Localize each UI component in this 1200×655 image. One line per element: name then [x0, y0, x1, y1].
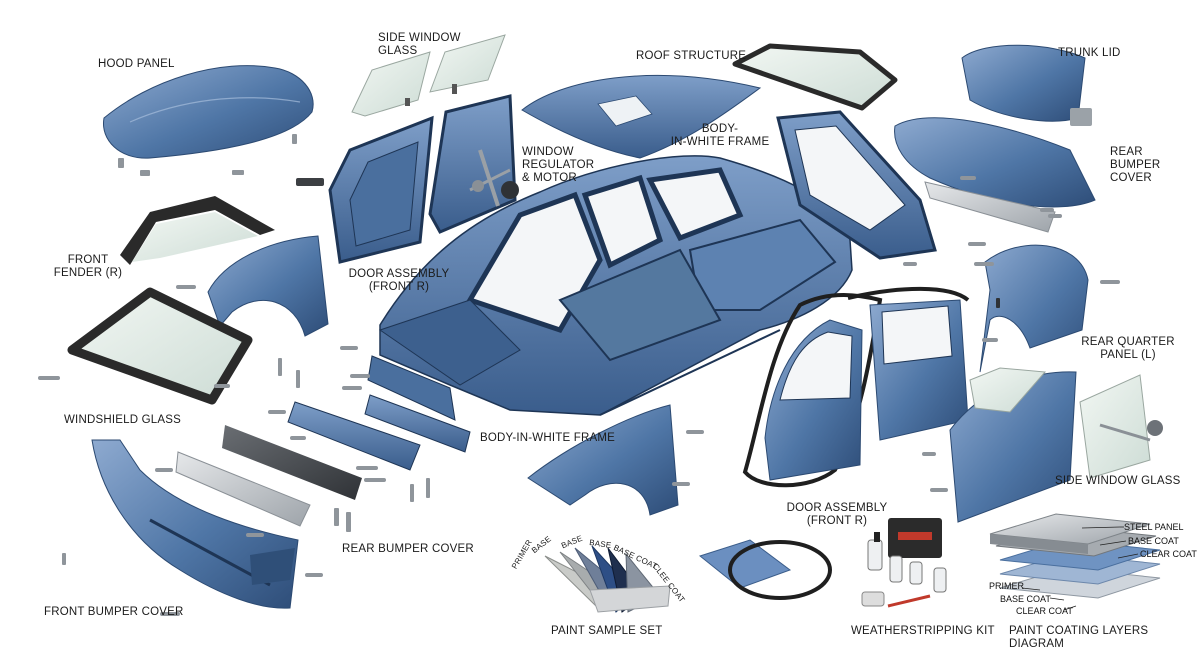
side-window-glass-top-2	[429, 34, 506, 93]
front-bumper-cover	[91, 439, 299, 609]
door-seal-loop	[742, 293, 883, 488]
layer-label-clear-coat-left: CLEAR COAT	[1016, 606, 1073, 616]
side-window-glass-top-1	[351, 51, 431, 117]
label-front-fender: FRONT FENDER (R)	[53, 254, 123, 279]
label-front-bumper-cover: FRONT BUMPER COVER	[44, 606, 184, 618]
side-window-glass-regulator	[1079, 374, 1151, 479]
body-in-white-frame	[367, 155, 853, 421]
label-roof-structure: ROOF STRUCTURE	[636, 50, 747, 62]
label-paint-sample-set: PAINT SAMPLE SET	[551, 625, 663, 637]
label-weatherstripping-kit: WEATHERSTRIPPING KIT	[851, 625, 995, 637]
label-window-regulator: WINDOW REGULATOR & MOTOR	[522, 146, 595, 184]
label-side-window-glass-right: SIDE WINDOW GLASS	[1055, 475, 1181, 487]
trunk-lid	[961, 44, 1086, 122]
paint-sample-fan	[544, 545, 671, 613]
label-paint-coating-layers-diagram: PAINT COATING LAYERS DIAGRAM	[1009, 625, 1149, 650]
layer-label-steel-panel: STEEL PANEL	[1124, 522, 1184, 532]
side-window-glass-right	[969, 367, 1047, 413]
label-windshield-glass: WINDSHIELD GLASS	[64, 414, 181, 426]
rear-bumper-reinforcement	[924, 181, 1056, 233]
label-rear-bumper-cover-bottom: REAR BUMPER COVER	[342, 543, 474, 555]
coating-leader-lines	[1021, 526, 1139, 611]
weatherstripping-kit-items	[698, 518, 947, 608]
front-fender-bottom	[527, 404, 679, 516]
hood-panel	[103, 65, 314, 159]
label-door-assembly-front-r-left: DOOR ASSEMBLY (FRONT R)	[348, 268, 450, 293]
hood-fasteners	[118, 134, 324, 186]
label-biw-frame-top: BODY- IN-WHITE FRAME	[670, 123, 770, 148]
label-side-window-glass-top: SIDE WINDOW GLASS	[378, 32, 461, 57]
rear-bumper-cover-right	[894, 117, 1096, 208]
layer-label-primer: PRIMER	[989, 581, 1025, 591]
label-biw-frame-bottom: BODY-IN-WHITE FRAME	[480, 432, 615, 444]
layer-label-clear-coat-right: CLEAR COAT	[1140, 549, 1197, 559]
layer-label-base-coat-right: BASE COAT	[1128, 536, 1179, 546]
energy-absorber-dark	[222, 425, 362, 500]
label-hood-panel: HOOD PANEL	[98, 58, 175, 70]
layer-label-base-coat-left: BASE COAT	[1000, 594, 1051, 604]
label-rear-bumper-cover-right: REAR BUMPER COVER	[1110, 146, 1161, 184]
rear-window-glass	[732, 43, 898, 111]
front-fender-r	[207, 235, 329, 337]
label-trunk-lid: TRUNK LID	[1058, 47, 1121, 59]
loose-bolts	[38, 176, 1120, 616]
window-regulator-motor	[469, 149, 519, 207]
energy-absorber-steel	[175, 451, 311, 527]
paint-coating-layers	[989, 513, 1161, 599]
label-door-assembly-front-r-bottom: DOOR ASSEMBLY (FRONT R)	[786, 502, 888, 527]
front-bumper-reinforcement	[287, 401, 421, 471]
windshield-glass	[67, 287, 253, 405]
windshield-frame-upper	[120, 196, 275, 265]
label-rear-quarter-panel: REAR QUARTER PANEL (L)	[1081, 336, 1175, 361]
rear-quarter-panel-l	[979, 244, 1089, 373]
